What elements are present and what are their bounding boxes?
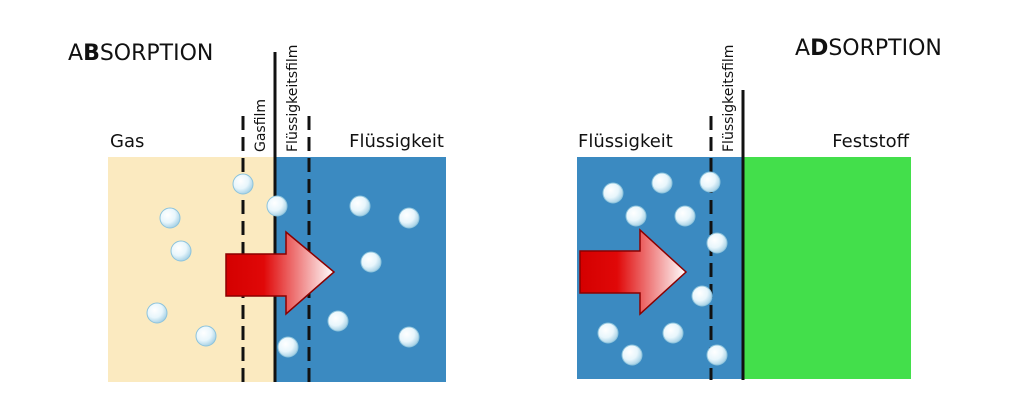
mass-transfer-arrow [579,228,688,316]
molecule-bubble [602,182,624,204]
gasfilm-label: Gasfilm [253,99,269,152]
molecule-bubble [662,322,684,344]
liquidfilm-label: Flüssigkeitsfilm [285,45,301,152]
liquid-label: Flüssigkeit [349,131,444,152]
molecule-bubble [170,240,192,262]
adsorption-molecules [597,171,728,366]
solid-phase-region [743,157,911,379]
molecule-bubble [232,173,254,195]
molecule-bubble [398,207,420,229]
molecule-bubble [621,344,643,366]
molecule-bubble [674,205,696,227]
molecule-bubble [597,322,619,344]
mass-transfer-arrow [225,230,336,316]
adsorption-title: ADSORPTION [795,36,942,61]
molecule-bubble [651,172,673,194]
molecule-bubble [195,325,217,347]
molecule-bubble [691,285,713,307]
molecule-bubble [159,207,181,229]
molecule-bubble [706,232,728,254]
adsorption-panel: ADSORPTION Flüssigkeit Feststoff Flüssig… [577,36,942,380]
liquid-label: Flüssigkeit [578,131,673,152]
molecule-bubble [349,195,371,217]
molecule-bubble [277,336,299,358]
molecule-bubble [146,302,168,324]
molecule-bubble [625,205,647,227]
molecule-bubble [398,326,420,348]
absorption-title: ABSORPTION [68,41,213,66]
molecule-bubble [327,310,349,332]
molecule-bubble [266,195,288,217]
gas-label: Gas [110,131,144,152]
absorption-molecules [146,173,420,358]
liquidfilm-label: Flüssigkeitsfilm [721,45,737,152]
molecule-bubble [706,344,728,366]
molecule-bubble [360,251,382,273]
solid-label: Feststoff [832,131,909,152]
absorption-panel: ABSORPTION Gas Flüssigkeit Gasfilm Flüss… [68,41,446,382]
molecule-bubble [699,171,721,193]
